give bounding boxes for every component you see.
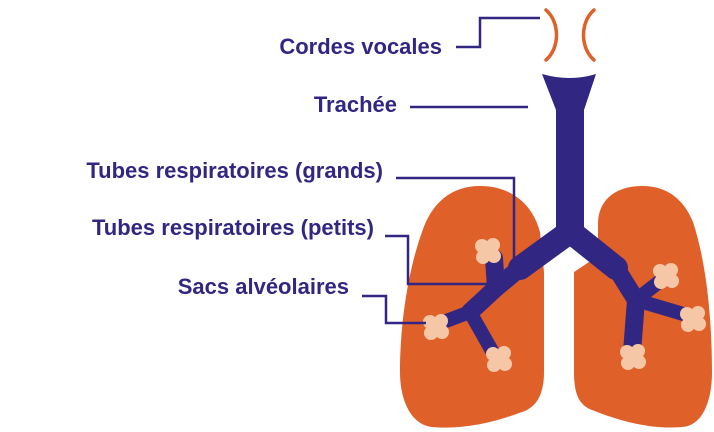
alveolar-sac — [653, 263, 679, 289]
vocal-cord-right — [584, 10, 595, 60]
alveolar-sac — [680, 306, 706, 332]
vocal-cord-left — [546, 10, 557, 60]
trachea-label: Trachée — [314, 92, 397, 117]
alveolar-sacs-label: Sacs alvéolaires — [178, 274, 349, 299]
alveolar-sac — [486, 346, 512, 372]
vocal-cords-leader — [456, 18, 540, 47]
vocal-cords-label: Cordes vocales — [279, 34, 442, 59]
alveolar-sac — [620, 344, 646, 370]
alveolar-sac — [475, 238, 501, 264]
small-airways-label: Tubes respiratoires (petits) — [92, 215, 374, 240]
large-airways-label: Tubes respiratoires (grands) — [86, 158, 383, 183]
trachea — [542, 74, 596, 240]
alveolar-sac — [423, 314, 449, 340]
